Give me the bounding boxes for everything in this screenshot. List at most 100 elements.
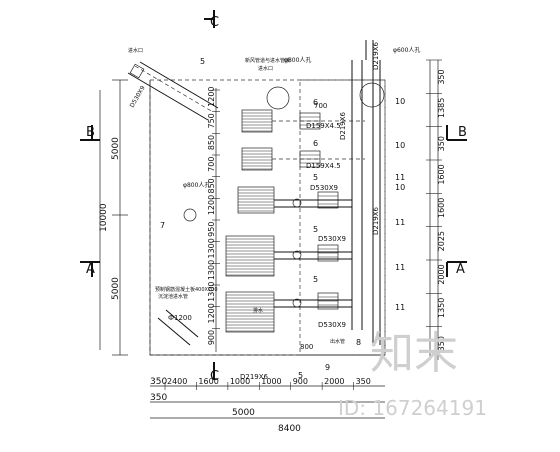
svg-text:A: A [86,262,95,277]
note-left-phi1200: Ф1200 [168,314,192,322]
label-800: 800 [300,343,313,351]
callout-number: 10 [395,97,405,106]
tank-column-dimension: 1200750850700850120095013001300130012009… [207,86,220,352]
note-top-center2: 进水口 [258,65,273,72]
tank-dim-value: 700 [207,157,216,172]
callout-number: 11 [395,218,405,227]
label-d219-right2: D219X6 [372,206,380,235]
valve-units [292,112,339,310]
section-marker-a-right: A [446,261,467,277]
callout-number: 7 [160,221,165,230]
right-dimension: 350 1385 350 1600 1600 2025 2000 1350 350 [426,59,446,360]
dim-bottom-r2-left: 350 [150,393,167,403]
manhole-top-right [359,82,385,108]
dim-upper: 5000 [111,137,121,160]
callout-number: 11 [395,173,405,182]
svg-text:A: A [456,262,465,277]
label-d159-b: D159X4.5 [306,162,341,170]
label-d530-b: D530X9 [318,235,346,243]
inlet-pipe-diagonal [127,61,219,121]
note-right: 排水 [253,307,263,314]
watermark-id: ID: 167264191 [338,396,487,420]
tank-dim-value: 850 [207,178,216,193]
callout-number: 6 [313,139,318,148]
label-phi800-mid: φ800人孔 [183,181,210,189]
callout-number: 9 [325,363,330,372]
tank-dim-value: 1200 [207,303,216,323]
callout-number: 8 [356,338,361,347]
right-dim-value: 350 [437,136,446,151]
callout-number: 5 [200,57,205,66]
filter-block-1 [241,109,273,133]
svg-text:C: C [210,15,219,30]
callout-number: 10 [395,141,405,150]
filter-block-5 [225,291,275,333]
callout-number: 11 [395,263,405,272]
tank-dim-value: 1300 [207,281,216,301]
label-phi600: φ600人孔 [393,46,420,54]
label-d219-top: D219X6 [372,41,380,70]
callout-number: 6 [313,98,318,107]
right-dim-value: 2000 [437,264,446,284]
bottom-dim-value: 2000 [324,377,344,386]
tank-dim-value: 950 [207,222,216,237]
tank-dim-value: 900 [207,330,216,345]
bottom-dim-value: 1600 [198,377,218,386]
tank-dim-value: 1200 [207,195,216,215]
label-d530-left: D530X9 [129,85,147,109]
label-d219-bottom: D219X6 [240,373,269,381]
bottom-dim-value: 350 [356,377,371,386]
dim-bottom-r1-0: 350 [150,377,167,387]
note-top-center: 新风管道与进水管接 [245,57,290,64]
dim-total: 10000 [99,203,109,232]
label-phi800-top: φ800人孔 [284,56,311,64]
bottom-dim-value: 1000 [261,377,281,386]
label-d530-a: D530X9 [310,184,338,192]
right-dim-value: 350 [437,336,446,351]
filter-block-3 [237,186,275,214]
tank-dim-value: 1200 [207,86,216,106]
section-marker-c-top: C [204,10,219,30]
section-marker-a-left: A [80,261,100,277]
right-dim-value: 2025 [437,231,446,251]
callout-number: 5 [298,371,303,380]
section-marker-b-left: B [80,125,100,141]
section-marker-b-right: B [446,125,467,141]
label-d219-right1: D219X6 [339,111,347,140]
callout-number: 5 [313,225,318,234]
callout-number: 11 [395,303,405,312]
bottom-dim-value: 1000 [230,377,250,386]
dim-bottom-r2-mid: 5000 [232,408,255,418]
filter-hatching [226,112,274,332]
right-dim-value: 1600 [437,198,446,218]
outlet-pipe-diagonal [157,309,199,346]
bottom-dim-value: 900 [293,377,308,386]
left-dimension: 10000 5000 5000 [99,79,128,356]
right-dim-value: 1350 [437,298,446,318]
label-d159-a: D159X4.5 [306,122,341,130]
callout-number: 5 [313,173,318,182]
svg-text:C: C [210,369,219,384]
manhole-small [183,208,197,222]
horizontal-pipes [272,120,365,308]
tank-dim-value: 850 [207,135,216,150]
tank-dim-value: 1300 [207,238,216,258]
note-bottom: 出水管 [330,338,345,345]
vertical-header-pipes [351,40,381,345]
right-dim-value: 350 [437,69,446,84]
note-left-a1: 预制钢筋混凝土板400X700 [155,286,218,293]
callout-number: 5 [313,275,318,284]
filter-block-4 [225,235,275,277]
svg-text:B: B [458,125,467,140]
watermark-brand: 知末 [370,328,458,379]
svg-text:B: B [86,125,95,140]
manhole-top-left [266,86,290,110]
right-dim-value: 1385 [437,98,446,118]
right-dim-value: 1600 [437,164,446,184]
dim-bottom-r3: 8400 [278,424,301,434]
label-700: 700 [314,102,327,110]
